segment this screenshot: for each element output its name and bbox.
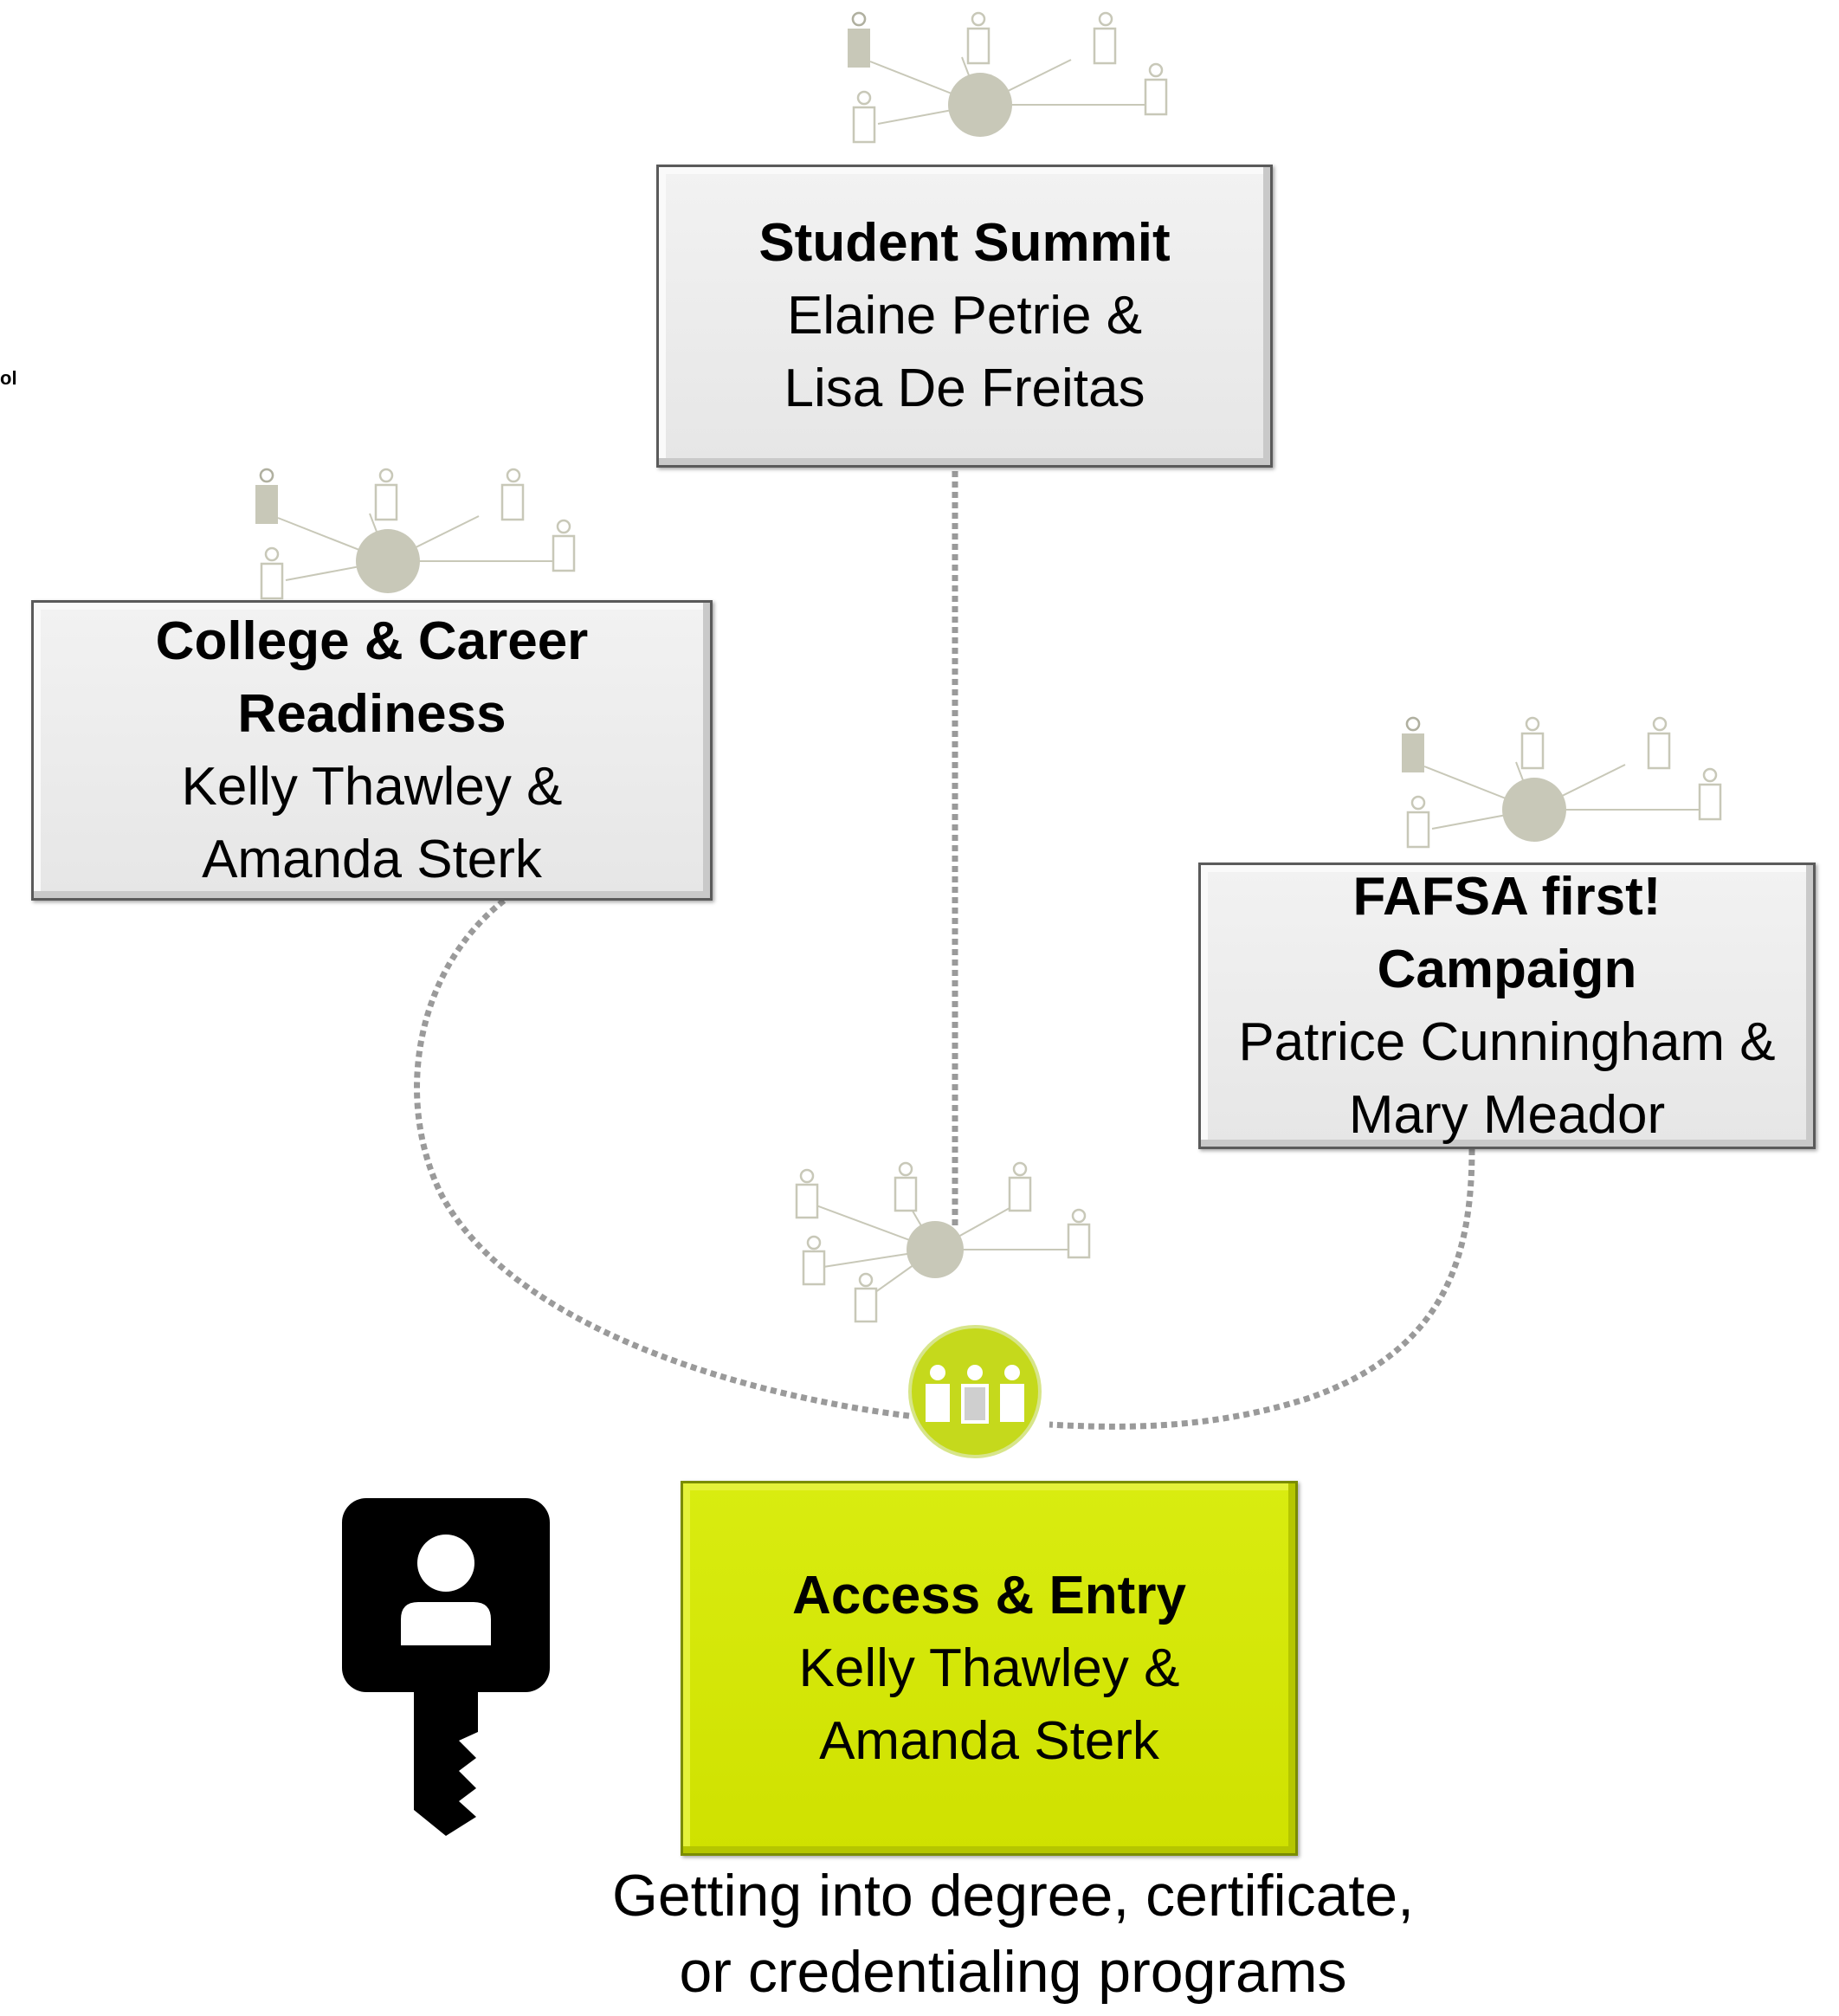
node-title-2: Campaign xyxy=(1377,939,1637,999)
key-user-icon xyxy=(342,1498,550,1836)
node-title: Access & Entry xyxy=(792,1565,1186,1625)
node-title-1: FAFSA first! xyxy=(1352,866,1662,927)
stray-text: ol xyxy=(0,367,17,389)
node-leader-1: Kelly Thawley & xyxy=(798,1638,1180,1698)
node-leader-2: Mary Meador xyxy=(1348,1084,1666,1145)
access-entry-caption: Getting into degree, certificate, or cre… xyxy=(468,1858,1558,2010)
connector-fafsa xyxy=(1049,1148,1475,1430)
node-title-1: College & Career xyxy=(155,611,589,671)
node-leader-1: Patrice Cunningham & xyxy=(1238,1011,1776,1072)
node-title: Student Summit xyxy=(758,213,1171,273)
network-icon-college xyxy=(254,468,576,600)
node-student-summit[interactable]: Student Summit Elaine Petrie & Lisa De F… xyxy=(656,165,1273,468)
node-leader-1: Kelly Thawley & xyxy=(181,756,563,817)
node-leader-2: Amanda Sterk xyxy=(819,1710,1159,1771)
node-leader-2: Lisa De Freitas xyxy=(784,359,1145,418)
node-leader-1: Elaine Petrie & xyxy=(786,286,1143,346)
node-leader-2: Amanda Sterk xyxy=(202,829,542,889)
caption-line-1: Getting into degree, certificate, xyxy=(611,1863,1415,1929)
node-title-2: Readiness xyxy=(237,683,507,744)
caption-line-2: or credentialing programs xyxy=(679,1939,1347,2005)
group-icon xyxy=(908,1325,1042,1458)
connector-college xyxy=(414,898,910,1419)
network-icon-summit xyxy=(846,11,1168,144)
node-college-career-readiness[interactable]: College & Career Readiness Kelly Thawley… xyxy=(31,600,713,901)
network-icon-access xyxy=(795,1161,1091,1323)
node-access-entry[interactable]: Access & Entry Kelly Thawley & Amanda St… xyxy=(681,1481,1298,1856)
node-fafsa-first-campaign[interactable]: FAFSA first! Campaign Patrice Cunningham… xyxy=(1198,863,1816,1149)
network-icon-fafsa xyxy=(1400,716,1722,849)
